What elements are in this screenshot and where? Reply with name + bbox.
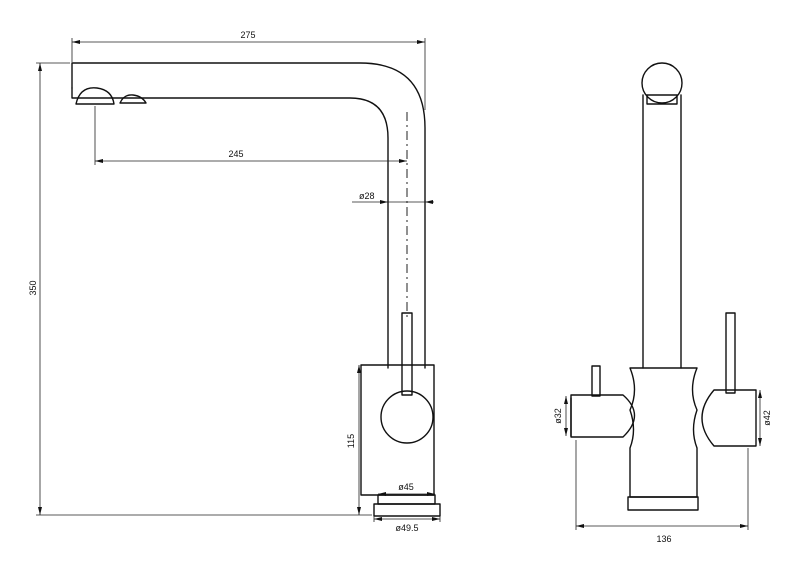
central-body xyxy=(629,367,698,498)
spout-inner-contour xyxy=(71,87,389,369)
side-view: 275 245 ø28 350 115 ø45 ø xyxy=(28,30,441,533)
right-handle-lever xyxy=(725,312,736,394)
dim-body-diameter: ø45 xyxy=(398,482,414,492)
left-handle xyxy=(570,394,636,438)
left-handle-lever xyxy=(591,365,601,397)
handle-knob xyxy=(380,390,434,444)
spout-elbow xyxy=(641,62,683,104)
faucet-body xyxy=(360,364,435,496)
spray-head-nozzle xyxy=(75,87,115,105)
dim-overall-width: 136 xyxy=(656,534,671,544)
dim-right-handle-diameter: ø42 xyxy=(762,410,772,426)
dim-total-height: 350 xyxy=(28,280,38,295)
front-base xyxy=(627,496,699,511)
dim-base-diameter: ø49.5 xyxy=(395,523,418,533)
dim-body-height: 115 xyxy=(346,434,356,448)
spout-elbow-inner xyxy=(646,94,678,105)
right-handle xyxy=(701,389,757,447)
dim-spout-reach: 245 xyxy=(228,149,243,159)
faucet-base xyxy=(377,494,436,505)
lever-handle xyxy=(401,312,413,396)
spout-outer-contour xyxy=(71,62,426,369)
dim-spout-diameter: ø28 xyxy=(359,191,375,201)
dim-left-handle-diameter: ø32 xyxy=(553,408,563,424)
dim-overall-reach: 275 xyxy=(240,30,255,40)
spray-button xyxy=(119,94,147,104)
base-plate xyxy=(373,503,441,517)
front-view: ø32 ø42 136 xyxy=(553,62,772,544)
